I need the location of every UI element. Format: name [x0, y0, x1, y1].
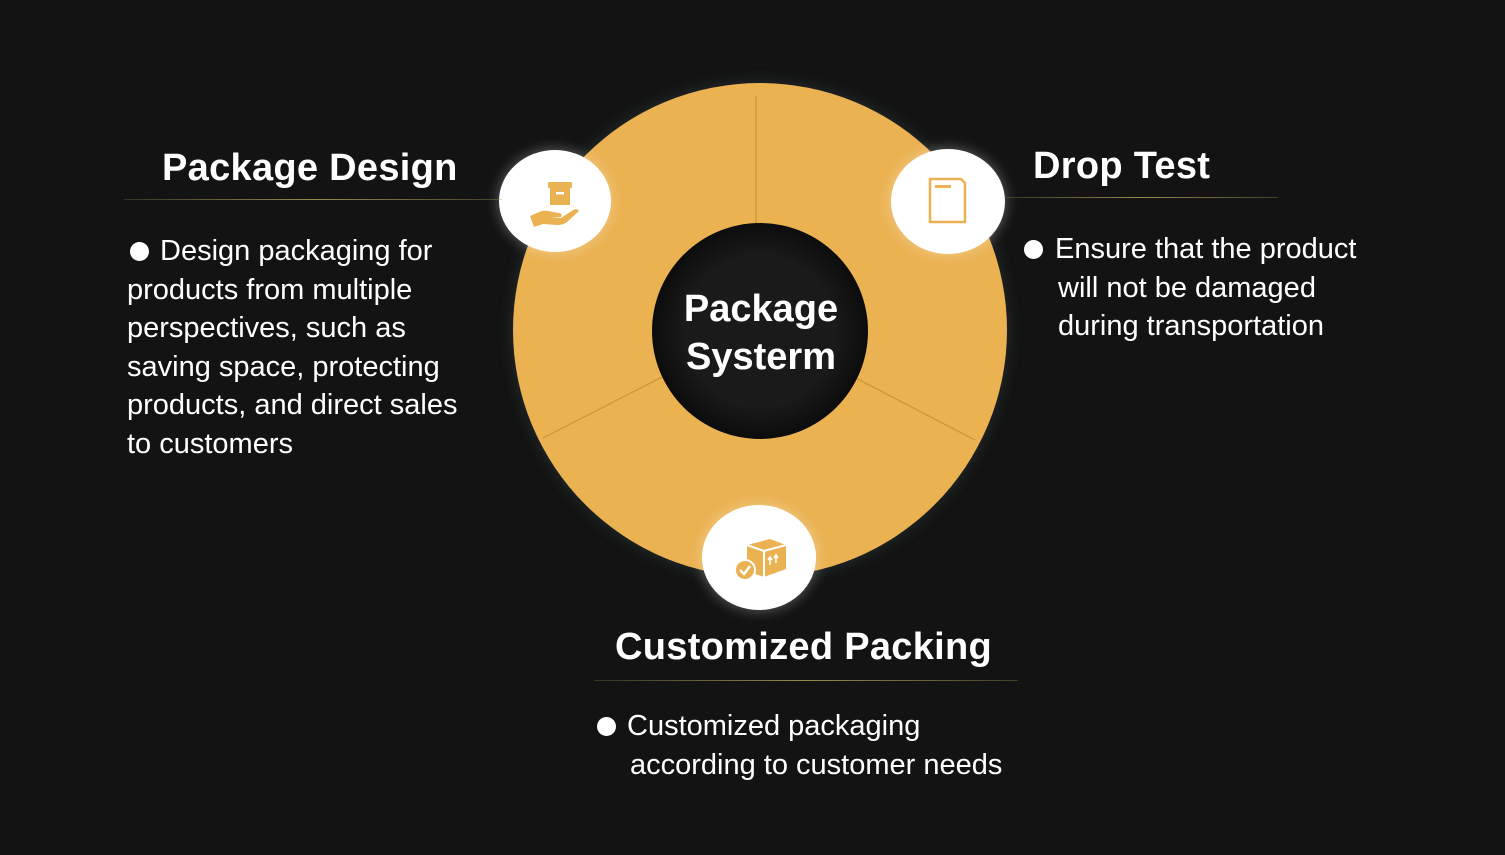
box-check-icon	[734, 539, 787, 581]
divider-left	[542, 373, 669, 439]
bullet-dot	[1024, 240, 1043, 259]
title-package-design: Package Design	[162, 147, 458, 189]
line: products, and direct sales	[127, 389, 458, 421]
badge-drop-test	[891, 149, 1005, 254]
badge-customized-packing	[702, 505, 816, 610]
document-icon	[928, 177, 967, 224]
center-label-line1: Package	[683, 288, 839, 330]
divider-right	[849, 374, 976, 441]
line: products from multiple	[127, 273, 413, 306]
bullet-dot	[597, 717, 616, 736]
line: to customers	[127, 427, 293, 460]
center-label: Package Systerm	[654, 285, 868, 381]
desc-drop-test: Ensure that the product will not be dama…	[1024, 230, 1424, 346]
rule-drop-test	[1003, 197, 1278, 198]
badge-package-design	[499, 150, 611, 252]
hand-box-icon	[530, 182, 579, 227]
hub	[652, 223, 868, 439]
desc-customized-packing: Customized packaging according to custom…	[597, 707, 1067, 784]
center-label-line2: Systerm	[686, 336, 836, 378]
bullet-dot	[130, 242, 149, 261]
title-customized-packing: Customized Packing	[615, 626, 993, 668]
line: will not be damaged	[1058, 271, 1316, 304]
line: Customized packaging	[627, 710, 921, 742]
title-drop-test: Drop Test	[1033, 145, 1211, 187]
line: saving space, protecting	[127, 350, 440, 383]
line: during transportation	[1058, 310, 1324, 342]
line: Design packaging for	[160, 235, 433, 267]
rule-customized-packing	[594, 680, 1018, 681]
line: according to customer needs	[630, 748, 1003, 781]
line: perspectives, such as	[127, 312, 406, 344]
desc-package-design: Design packaging for products from multi…	[127, 232, 507, 463]
rule-package-design	[124, 199, 502, 200]
line: Ensure that the product	[1055, 233, 1357, 265]
